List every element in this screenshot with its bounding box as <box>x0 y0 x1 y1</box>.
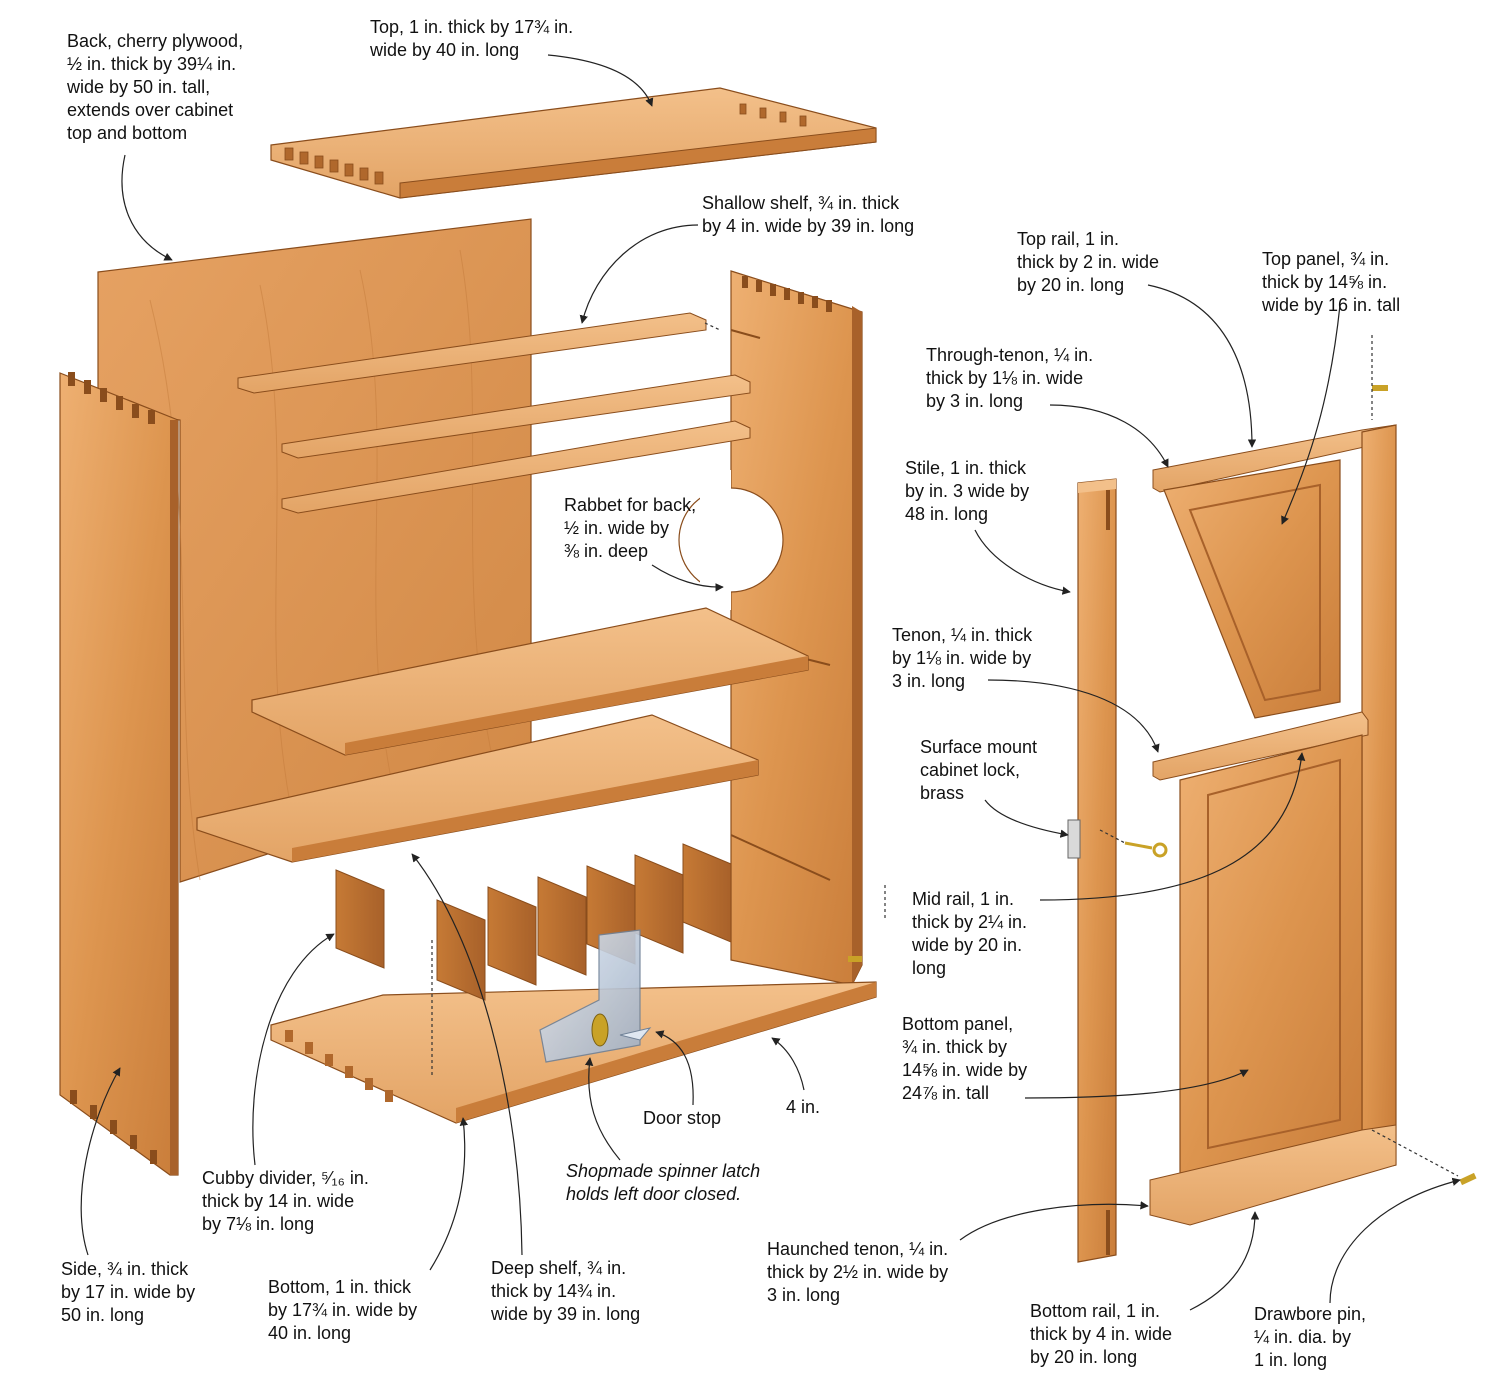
label-spinner-latch-line: Shopmade spinner latch <box>566 1161 761 1181</box>
leader-lines <box>80 54 1461 1311</box>
label-rabbet: Rabbet for back, ½ in. wide by ⅜ in. deep <box>564 494 696 563</box>
label-stile-line: 48 in. long <box>905 504 989 524</box>
label-top-line: Top, 1 in. thick by 17¾ in. <box>370 17 574 37</box>
label-top-rail-line: by 20 in. long <box>1017 275 1125 295</box>
door-frame <box>1149 424 1397 1226</box>
label-deep-shelf-line: thick by 14¾ in. <box>491 1281 617 1301</box>
label-top-line: wide by 40 in. long <box>370 40 520 60</box>
label-rabbet-line: ½ in. wide by <box>564 518 670 538</box>
label-haunched-tenon-line: Haunched tenon, ¼ in. <box>767 1239 949 1259</box>
label-deep-shelf-line: Deep shelf, ¾ in. <box>491 1258 627 1278</box>
label-mid-rail: Mid rail, 1 in. thick by 2¼ in. wide by 20… <box>912 888 1027 980</box>
label-mid-rail-line: long <box>912 958 947 978</box>
label-cubby-divider-line: Cubby divider, ⁵⁄₁₆ in. <box>202 1168 369 1188</box>
label-side-line: Side, ¾ in. thick <box>61 1259 189 1279</box>
label-bottom-panel-line: 24⅞ in. tall <box>902 1083 990 1103</box>
label-top-rail-line: thick by 2 in. wide <box>1017 252 1160 272</box>
label-through-tenon-line: Through-tenon, ¼ in. <box>926 345 1094 365</box>
label-top: Top, 1 in. thick by 17¾ in. wide by 40 in… <box>370 16 573 62</box>
label-haunched-tenon: Haunched tenon, ¼ in. thick by 2½ in. wid… <box>767 1238 948 1307</box>
label-drawbore-pin-line: 1 in. long <box>1254 1350 1328 1370</box>
label-door-stop: Door stop <box>643 1107 721 1130</box>
label-drawbore-pin-line: Drawbore pin, <box>1254 1304 1367 1324</box>
label-bottom-line: Bottom, 1 in. thick <box>268 1277 412 1297</box>
door-stile <box>1077 478 1117 1263</box>
label-shallow-shelf-line: by 4 in. wide by 39 in. long <box>702 216 915 236</box>
label-bottom: Bottom, 1 in. thick by 17¾ in. wide by 40 … <box>268 1276 417 1345</box>
label-side-line: 50 in. long <box>61 1305 145 1325</box>
label-back-line: wide by 50 in. tall, <box>67 77 211 97</box>
label-cubby-divider-line: by 7⅛ in. long <box>202 1214 315 1234</box>
label-lock-line: cabinet lock, <box>920 760 1021 780</box>
label-side: Side, ¾ in. thick by 17 in. wide by 50 in.… <box>61 1258 195 1327</box>
label-back: Back, cherry plywood, ½ in. thick by 39¼ … <box>67 30 243 145</box>
cubby-dividers <box>335 843 732 1001</box>
label-through-tenon-line: thick by 1⅛ in. wide <box>926 368 1084 388</box>
spinner-latch-glass <box>539 929 652 1063</box>
cabinet-top <box>270 87 877 199</box>
drawbore-pins <box>431 322 1477 1186</box>
label-stile-line: by in. 3 wide by <box>905 481 1030 501</box>
label-mid-rail-line: wide by 20 in. <box>912 935 1023 955</box>
label-bottom-panel: Bottom panel, ¾ in. thick by 14⅝ in. wide … <box>902 1013 1027 1105</box>
label-top-panel: Top panel, ¾ in. thick by 14⅝ in. wide by … <box>1262 248 1400 317</box>
label-shallow-shelf: Shallow shelf, ¾ in. thick by 4 in. wide … <box>702 192 914 238</box>
label-mid-rail-line: thick by 2¼ in. <box>912 912 1028 932</box>
label-through-tenon: Through-tenon, ¼ in. thick by 1⅛ in. wide… <box>926 344 1093 413</box>
label-back-line: top and bottom <box>67 123 188 143</box>
label-deep-shelf: Deep shelf, ¾ in. thick by 14¾ in. wide by… <box>491 1257 640 1326</box>
label-tenon-line: Tenon, ¼ in. thick <box>892 625 1033 645</box>
label-rabbet-line: Rabbet for back, <box>564 495 697 515</box>
label-top-panel-line: Top panel, ¾ in. <box>1262 249 1390 269</box>
label-top-rail: Top rail, 1 in. thick by 2 in. wide by 20 … <box>1017 228 1159 297</box>
left-side-panel <box>59 372 179 1176</box>
label-side-line: by 17 in. wide by <box>61 1282 196 1302</box>
right-side-panel <box>678 270 863 986</box>
label-tenon-line: by 1⅛ in. wide by <box>892 648 1032 668</box>
label-four-in: 4 in. <box>786 1096 820 1119</box>
label-through-tenon-line: by 3 in. long <box>926 391 1024 411</box>
label-bottom-line: by 17¾ in. wide by <box>268 1300 418 1320</box>
label-stile: Stile, 1 in. thick by in. 3 wide by 48 in.… <box>905 457 1029 526</box>
label-back-line: extends over cabinet <box>67 100 234 120</box>
label-bottom-panel-line: Bottom panel, <box>902 1014 1014 1034</box>
label-stile-line: Stile, 1 in. thick <box>905 458 1027 478</box>
label-haunched-tenon-line: 3 in. long <box>767 1285 841 1305</box>
label-shallow-shelf-line: Shallow shelf, ¾ in. thick <box>702 193 900 213</box>
label-back-line: ½ in. thick by 39¼ in. <box>67 54 237 74</box>
label-deep-shelf-line: wide by 39 in. long <box>491 1304 641 1324</box>
label-back-line: Back, cherry plywood, <box>67 31 244 51</box>
label-lock-line: Surface mount <box>920 737 1038 757</box>
label-lock-line: brass <box>920 783 965 803</box>
label-top-rail-line: Top rail, 1 in. <box>1017 229 1120 249</box>
shallow-shelves <box>237 312 751 514</box>
label-bottom-rail-line: Bottom rail, 1 in. <box>1030 1301 1161 1321</box>
label-drawbore-pin-line: ¼ in. dia. by <box>1254 1327 1352 1347</box>
label-rabbet-line: ⅜ in. deep <box>564 541 649 561</box>
label-top-panel-line: wide by 16 in. tall <box>1262 295 1401 315</box>
label-bottom-line: 40 in. long <box>268 1323 352 1343</box>
label-tenon-line: 3 in. long <box>892 671 966 691</box>
label-four-in-line: 4 in. <box>786 1097 821 1117</box>
cabinet-lock <box>1067 819 1168 859</box>
label-spinner-latch: Shopmade spinner latch holds left door cl… <box>566 1160 760 1206</box>
label-bottom-panel-line: ¾ in. thick by <box>902 1037 1008 1057</box>
label-haunched-tenon-line: thick by 2½ in. wide by <box>767 1262 949 1282</box>
label-tenon: Tenon, ¼ in. thick by 1⅛ in. wide by 3 in.… <box>892 624 1032 693</box>
label-bottom-rail-line: thick by 4 in. wide <box>1030 1324 1173 1344</box>
label-mid-rail-line: Mid rail, 1 in. <box>912 889 1015 909</box>
label-spinner-latch-line: holds left door closed. <box>566 1184 742 1204</box>
label-cubby-divider-line: thick by 14 in. wide <box>202 1191 355 1211</box>
label-bottom-panel-line: 14⅝ in. wide by <box>902 1060 1028 1080</box>
label-bottom-rail: Bottom rail, 1 in. thick by 4 in. wide by … <box>1030 1300 1172 1369</box>
label-door-stop-line: Door stop <box>643 1108 722 1128</box>
label-drawbore-pin: Drawbore pin, ¼ in. dia. by 1 in. long <box>1254 1303 1366 1372</box>
label-lock: Surface mount cabinet lock, brass <box>920 736 1037 805</box>
label-bottom-rail-line: by 20 in. long <box>1030 1347 1138 1367</box>
deep-shelves <box>196 607 809 863</box>
label-cubby-divider: Cubby divider, ⁵⁄₁₆ in. thick by 14 in. w… <box>202 1167 369 1236</box>
label-top-panel-line: thick by 14⅝ in. <box>1262 272 1388 292</box>
